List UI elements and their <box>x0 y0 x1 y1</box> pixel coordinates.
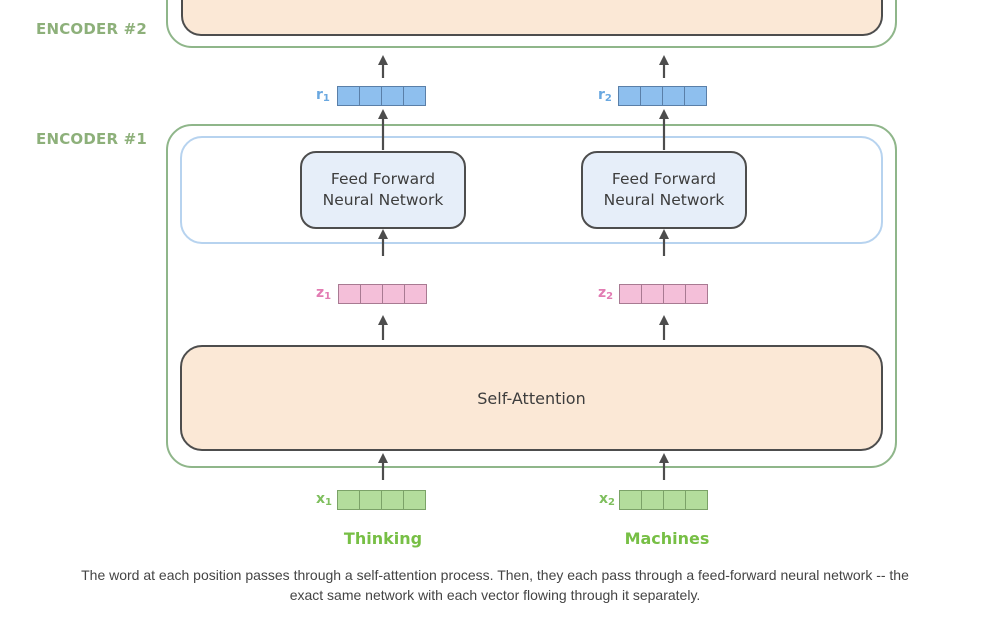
r1-vector <box>337 86 426 106</box>
caption-line-1: The word at each position passes through… <box>81 567 909 583</box>
vector-cell <box>403 490 426 510</box>
z1-letter: z <box>316 285 325 301</box>
r1-index: 1 <box>322 93 330 104</box>
encoder-2-inner-box <box>181 0 883 36</box>
r2-letter: r <box>598 87 605 103</box>
vector-cell <box>685 490 708 510</box>
word-machines: Machines <box>624 529 710 548</box>
caption-line-2: exact same network with each vector flow… <box>289 587 701 603</box>
r1-label: r1 <box>316 87 330 104</box>
encoder-1-frame <box>166 124 897 468</box>
z2-vector <box>619 284 708 304</box>
x1-label: x1 <box>316 491 332 508</box>
vector-cell <box>685 284 708 304</box>
z1-vector <box>338 284 427 304</box>
x2-letter: x <box>599 491 609 507</box>
ffn-left-line2: Neural Network <box>322 191 444 209</box>
r1-letter: r <box>316 87 323 103</box>
x1-letter: x <box>316 491 326 507</box>
encoder-2-label: ENCODER #2 <box>36 20 148 38</box>
ffn-left-line1: Feed Forward <box>330 170 436 188</box>
ffn-layer-band <box>180 136 883 244</box>
z1-label: z1 <box>316 285 331 302</box>
r2-label: r2 <box>598 87 612 104</box>
vector-cell <box>404 284 427 304</box>
z2-label: z2 <box>598 285 613 302</box>
self-attention-label: Self-Attention <box>477 388 586 408</box>
r2-vector <box>618 86 707 106</box>
ffn-box-right: Feed Forward Neural Network <box>581 151 747 229</box>
self-attention-box: Self-Attention <box>180 345 883 451</box>
encoder-2-frame <box>166 0 897 48</box>
vector-cell <box>684 86 707 106</box>
x2-vector <box>619 490 708 510</box>
encoder-1-label: ENCODER #1 <box>36 130 148 148</box>
x1-vector <box>337 490 426 510</box>
ffn-right-line2: Neural Network <box>603 191 725 209</box>
z1-index: 1 <box>324 291 332 302</box>
ffn-right-line1: Feed Forward <box>611 170 717 188</box>
x2-index: 2 <box>608 497 615 508</box>
x2-label: x2 <box>599 491 615 508</box>
ffn-box-left: Feed Forward Neural Network <box>300 151 466 229</box>
z2-index: 2 <box>606 291 614 302</box>
figure-caption: The word at each position passes through… <box>20 565 970 605</box>
r2-index: 2 <box>604 93 612 104</box>
x1-index: 1 <box>325 497 332 508</box>
word-thinking: Thinking <box>343 529 423 548</box>
vector-cell <box>403 86 426 106</box>
z2-letter: z <box>598 285 607 301</box>
